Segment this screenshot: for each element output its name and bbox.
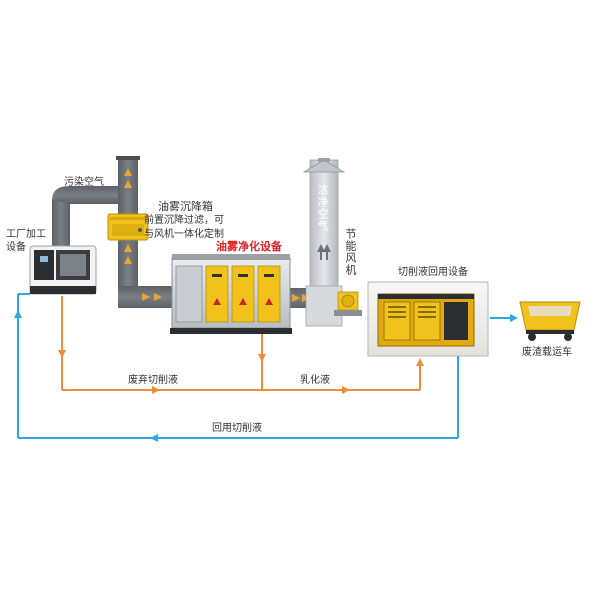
oil-mist-settling-box: [107, 213, 149, 241]
oil-mist-purifier: [170, 254, 292, 334]
recycled-fluid-label: 回用切削液: [212, 423, 262, 434]
fan-label: 节能风机: [344, 228, 357, 276]
clean-air-label: 洁净空气: [316, 184, 329, 232]
polluted-air-label: 污染空气: [64, 177, 104, 188]
to-cart-arrow: [490, 314, 518, 322]
settling-box-desc: 前置沉降过滤，可 与风机一体化定制: [144, 215, 224, 240]
cutting-fluid-recycling-room: [367, 281, 489, 357]
waste-cart-label: 废渣载运车: [522, 347, 572, 358]
waste-cart: [519, 301, 581, 341]
clean-air-stack: [302, 158, 346, 327]
recycle-equipment-label: 切削液回用设备: [398, 267, 468, 278]
energy-saving-fan: [334, 291, 362, 316]
recycled-fluid-arrows: [14, 310, 158, 442]
machine-tool-label: 工厂加工 设备: [6, 229, 46, 253]
waste-fluid-label: 废弃切削液: [128, 375, 178, 386]
settling-box-title: 油雾沉降箱: [158, 200, 213, 213]
machine-tool: [29, 245, 97, 295]
purifier-label: 油雾净化设备: [216, 240, 282, 253]
emulsion-label: 乳化液: [300, 375, 330, 386]
waste-fluid-arrows: [58, 350, 424, 394]
